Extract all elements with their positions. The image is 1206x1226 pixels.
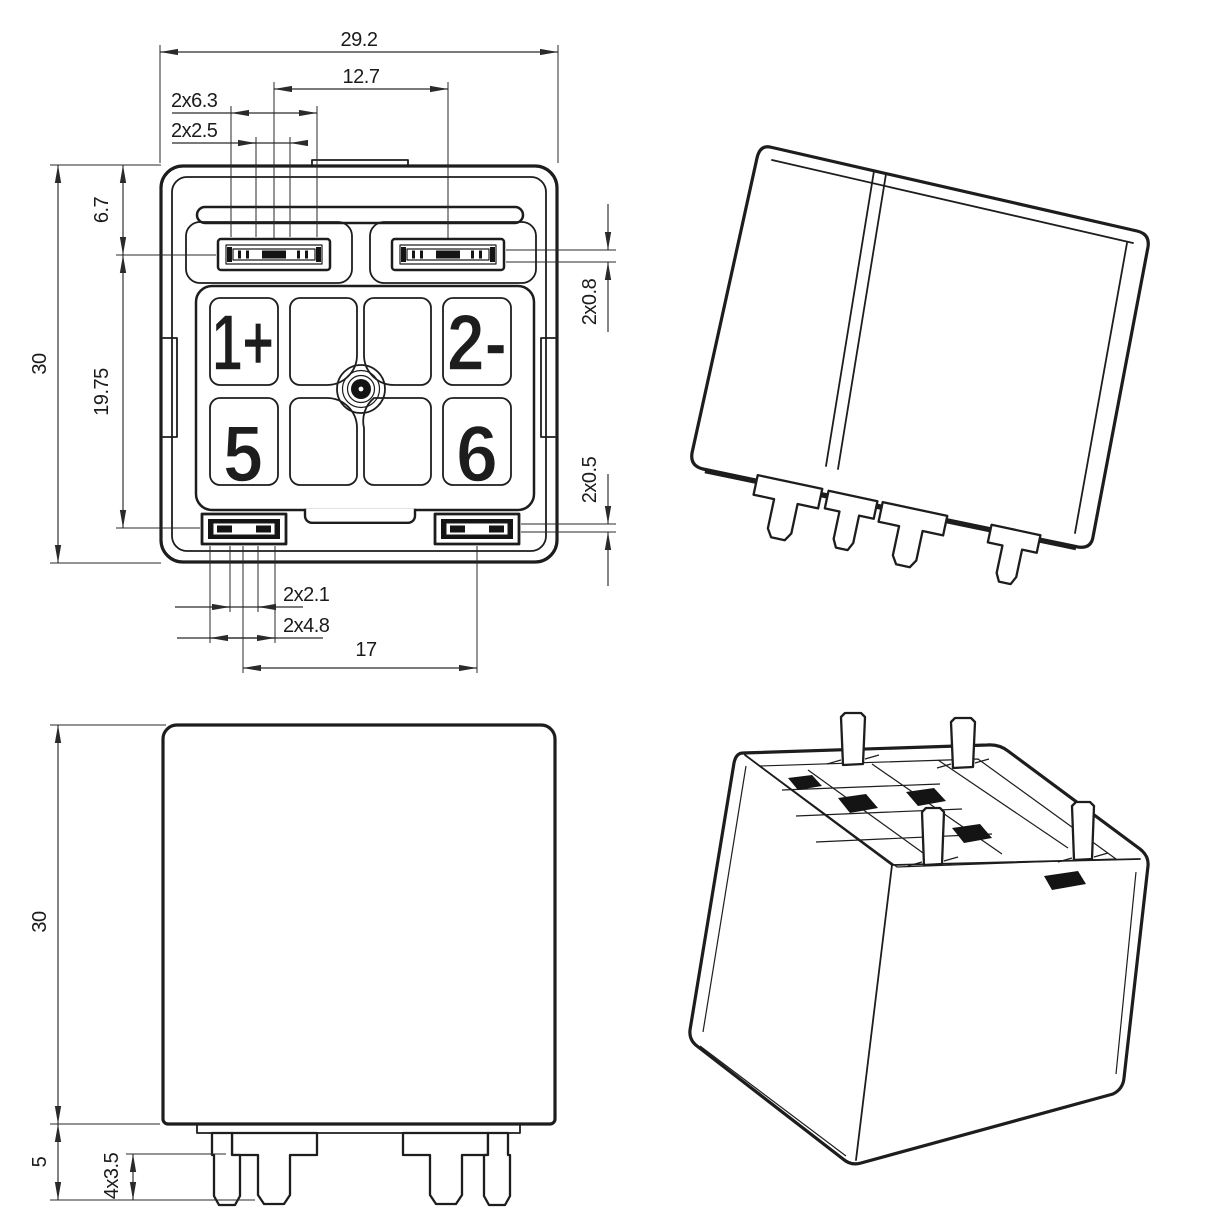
dimension-pin-protrusion: 5 (29, 1124, 255, 1201)
side-view: 30 5 4x3.5 (29, 723, 557, 1207)
pin-label-2minus: 2- (447, 298, 507, 387)
iso-right-face-line (1115, 871, 1137, 1075)
svg-text:29.2: 29.2 (341, 29, 378, 51)
iso-top-outline (690, 145, 1150, 549)
svg-text:2x0.5: 2x0.5 (579, 456, 601, 503)
svg-text:19.75: 19.75 (91, 368, 113, 416)
svg-text:30: 30 (29, 353, 51, 375)
iso-front-side-divider (825, 170, 887, 470)
svg-text:2x2.5: 2x2.5 (171, 120, 218, 142)
cell-mid-top-right (363, 297, 432, 386)
terminal-pocket-left (185, 221, 353, 284)
pin-label-1plus: 1+ (212, 298, 274, 387)
center-boss (336, 364, 386, 414)
iso-top-pins (752, 473, 1042, 586)
bottom-view: 1+ 2- 5 6 29.2 12.7 (29, 29, 616, 673)
dimension-row-spacing: 19.75 (91, 255, 200, 529)
svg-text:5: 5 (29, 1156, 51, 1167)
side-body-outline (161, 723, 557, 1126)
relay-body-outline (159, 164, 559, 564)
terminal-slot-bottom-right (433, 512, 521, 546)
svg-text:4x3.5: 4x3.5 (101, 1152, 123, 1199)
cell-mid-bottom-right (362, 397, 432, 486)
terminal-slot-top-left (216, 237, 332, 272)
base-step (196, 1123, 521, 1134)
right-side-notch (540, 337, 556, 438)
iso-top-face-edge (771, 159, 1134, 244)
svg-text:2x4.8: 2x4.8 (283, 615, 330, 637)
pin-label-6: 6 (456, 409, 498, 498)
iso-right-face-edge (1074, 242, 1128, 534)
svg-text:12.7: 12.7 (343, 66, 380, 88)
terminal-slot-top-right (390, 237, 506, 272)
svg-text:30: 30 (29, 911, 51, 933)
iso-bottom-pins (826, 711, 1109, 867)
dimension-pin-width: 4x3.5 (101, 1152, 226, 1200)
dimension-bottom-pin-spacing: 17 (242, 546, 478, 673)
isometric-view-bottom (688, 711, 1150, 1166)
iso-bottom-face-pattern (781, 759, 1086, 890)
dimension-side-body-height: 30 (29, 724, 166, 1125)
panel-bottom-tab (303, 508, 417, 524)
cell-mid-top-left (289, 297, 358, 386)
dimension-top-slot-thickness: 2x0.8 (506, 204, 616, 332)
cell-pin2 (442, 297, 512, 386)
iso-left-face-line (702, 765, 747, 1033)
isometric-view-top (690, 145, 1150, 586)
cell-mid-bottom-left (289, 397, 358, 486)
dimension-edge-to-top-row: 6.7 (91, 165, 216, 256)
iso-bottom-face-rim (759, 758, 1117, 868)
dimension-overall-width: 29.2 (159, 29, 559, 163)
dimension-bottom-slot-inner-width: 2x2.1 (175, 546, 330, 612)
top-edge-tab (311, 159, 409, 167)
dimension-top-pin-spacing: 12.7 (273, 66, 449, 238)
dimension-top-slot-inner-width: 2x2.5 (171, 120, 308, 237)
dimension-overall-height: 30 (29, 164, 161, 564)
cell-pin5 (209, 397, 279, 486)
dimension-bottom-slot-width: 2x4.8 (177, 546, 330, 643)
iso-front-vertical-edge (855, 864, 893, 1161)
svg-text:2x2.1: 2x2.1 (283, 584, 330, 606)
pin-label-5: 5 (223, 409, 263, 498)
left-side-notch (162, 337, 178, 438)
svg-text:2x6.3: 2x6.3 (171, 90, 218, 112)
svg-text:17: 17 (355, 639, 377, 661)
iso-bottom-inner-line (699, 1045, 847, 1157)
dimension-bottom-slot-thickness: 2x0.5 (521, 456, 616, 586)
side-pin-group-left (210, 1131, 319, 1207)
terminal-pocket-right (369, 221, 537, 284)
cell-pin6 (442, 397, 512, 486)
relay-body-inner-wall (171, 176, 547, 552)
svg-text:2x0.8: 2x0.8 (579, 278, 601, 325)
cell-pin1 (209, 297, 279, 386)
svg-text:6.7: 6.7 (91, 196, 113, 223)
terminal-slot-bottom-left (200, 512, 288, 546)
side-pin-group-right (401, 1131, 512, 1207)
dimension-top-slot-width: 2x6.3 (171, 90, 318, 237)
top-vent-slot (195, 205, 525, 225)
iso-bottom-outline (688, 743, 1150, 1166)
